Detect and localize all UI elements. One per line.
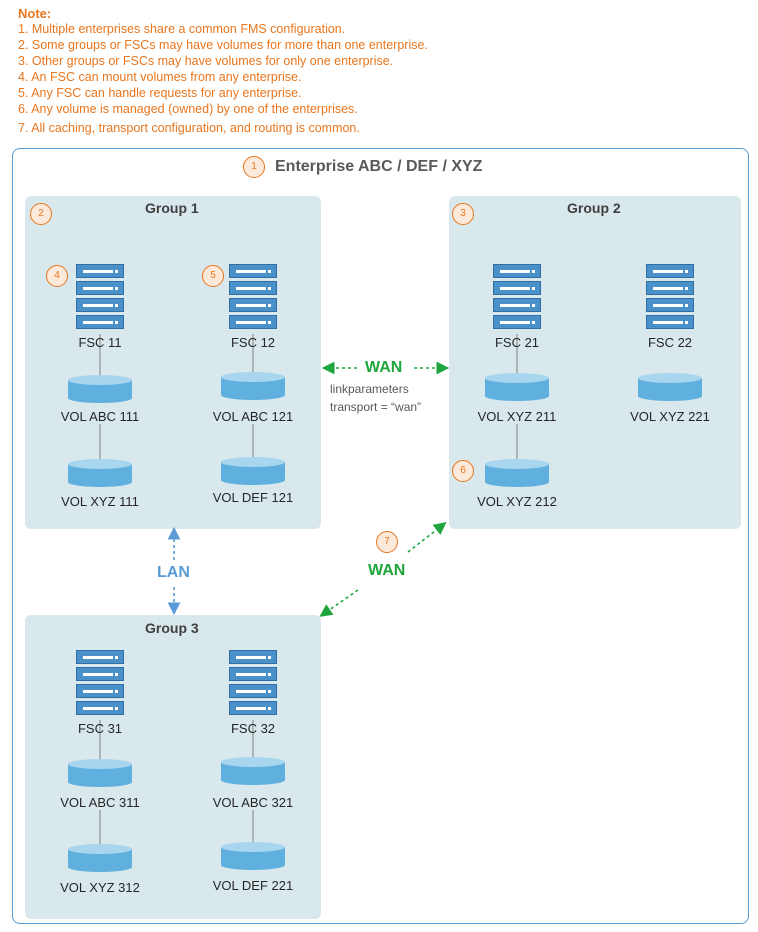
wan-bottom-label: WAN	[368, 562, 406, 579]
fsc-11-label: FSC 11	[78, 335, 122, 350]
disk-volume-icon	[485, 459, 549, 487]
linkparameters-label: linkparameters	[330, 382, 409, 396]
disk-volume-icon	[485, 373, 549, 401]
disk-volume-icon	[221, 757, 285, 785]
vol-abc-121-label: VOL ABC 121	[212, 409, 294, 424]
vol-xyz-312-label: VOL XYZ 312	[60, 880, 140, 895]
disk-volume-icon	[638, 373, 702, 401]
vol-xyz-212-badge: 6	[452, 460, 474, 482]
vol-def-221-label: VOL DEF 221	[212, 878, 294, 893]
transport-label: transport = “wan”	[330, 400, 422, 414]
enterprise-container	[12, 148, 749, 924]
enterprise-badge: 1	[243, 156, 265, 178]
note-item-3: 3. Other groups or FSCs may have volumes…	[18, 54, 394, 68]
server-icon	[646, 264, 694, 332]
vol-xyz-221-label: VOL XYZ 221	[630, 409, 710, 424]
vol-abc-311-label: VOL ABC 311	[60, 795, 140, 810]
disk-volume-icon	[68, 459, 132, 487]
group-2-badge: 3	[452, 203, 474, 225]
wan-bottom-badge: 7	[376, 531, 398, 553]
note-item-5: 5. Any FSC can handle requests for any e…	[18, 86, 302, 100]
server-icon	[229, 650, 277, 718]
disk-volume-icon	[221, 842, 285, 870]
disk-volume-icon	[68, 375, 132, 403]
server-icon	[493, 264, 541, 332]
vol-xyz-212-label: VOL XYZ 212	[477, 494, 557, 509]
enterprise-title: Enterprise ABC / DEF / XYZ	[275, 158, 483, 175]
vol-abc-321-label: VOL ABC 321	[212, 795, 294, 810]
note-title: Note:	[18, 6, 52, 21]
group-1-title: Group 1	[145, 200, 199, 216]
group-3-title: Group 3	[145, 620, 199, 636]
disk-volume-icon	[68, 759, 132, 787]
fsc-31-label: FSC 31	[77, 721, 123, 736]
volume-connectors	[99, 334, 518, 848]
vol-def-121-label: VOL DEF 121	[212, 490, 294, 505]
vol-xyz-111-label: VOL XYZ 111	[61, 494, 139, 509]
fsc-32-label: FSC 32	[230, 721, 276, 736]
wan-diagonal-arrows	[319, 522, 447, 617]
fsc-11-badge: 4	[46, 265, 68, 287]
note-item-2: 2. Some groups or FSCs may have volumes …	[18, 38, 428, 52]
disk-volume-icon	[221, 457, 285, 485]
note-item-1: 1. Multiple enterprises share a common F…	[18, 22, 346, 36]
disk-volume-icon	[221, 372, 285, 400]
fsc-22-label: FSC 22	[647, 335, 693, 350]
vol-xyz-211-label: VOL XYZ 211	[477, 409, 557, 424]
group-2-title: Group 2	[567, 200, 621, 216]
lan-label: LAN	[157, 564, 190, 581]
group-1-badge: 2	[30, 203, 52, 225]
note-item-7: 7. All caching, transport configuration,…	[18, 121, 360, 135]
fsc-21-label: FSC 21	[494, 335, 540, 350]
note-item-6: 6. Any volume is managed (owned) by one …	[18, 102, 358, 116]
server-icon	[229, 264, 277, 332]
note-item-4: 4. An FSC can mount volumes from any ent…	[18, 70, 302, 84]
fsc-12-badge: 5	[202, 265, 224, 287]
fsc-12-label: FSC 12	[230, 335, 276, 350]
wan-top-label: WAN	[365, 359, 403, 376]
server-icon	[76, 650, 124, 718]
vol-abc-111-label: VOL ABC 111	[60, 409, 140, 424]
server-icon	[76, 264, 124, 332]
disk-volume-icon	[68, 844, 132, 872]
